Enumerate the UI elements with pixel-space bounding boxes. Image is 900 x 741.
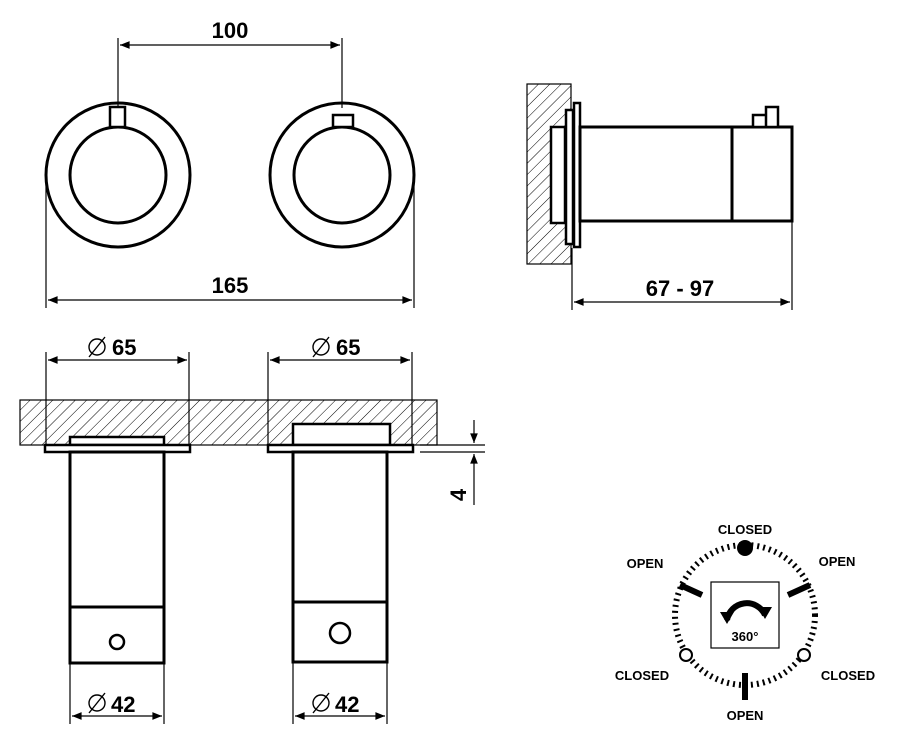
label-open-upper-right: OPEN — [819, 554, 856, 569]
dimension-plate-diameter-right: 65 — [267, 335, 413, 445]
dimension-body-diameter-right: 42 — [292, 662, 388, 724]
dimension-label-plate-right: 65 — [336, 335, 360, 360]
dimension-label-thickness: 4 — [446, 488, 471, 501]
right-knob-front — [268, 101, 416, 249]
closed-marker-filled — [737, 540, 753, 556]
left-knob-front — [44, 101, 192, 249]
closed-marker-right — [797, 648, 811, 662]
rotation-label: 360° — [732, 629, 759, 644]
dimension-body-diameter-left: 42 — [69, 663, 165, 724]
section-view: 65 65 42 42 — [19, 335, 485, 724]
dimension-center-distance: 100 — [117, 18, 343, 108]
closed-marker-left — [679, 648, 693, 662]
dimension-plate-thickness: 4 — [420, 420, 485, 505]
dimension-label-plate-left: 65 — [112, 335, 136, 360]
label-closed-top: CLOSED — [718, 522, 772, 537]
rotation-diagram: 360° CLOSED OPEN OPEN CLOSED CLOSED OPEN — [615, 522, 875, 723]
dimension-label-body-left: 42 — [111, 692, 135, 717]
dimension-depth-range: 67 - 97 — [571, 222, 793, 310]
right-valve-section — [266, 422, 415, 664]
label-open-bottom: OPEN — [727, 708, 764, 723]
dimension-label-body-right: 42 — [335, 692, 359, 717]
label-open-upper-left: OPEN — [627, 556, 664, 571]
dimension-label-overall-width: 165 — [212, 273, 249, 298]
dimension-plate-diameter-left: 65 — [45, 335, 190, 445]
dimension-overall-width: 165 — [45, 180, 415, 308]
front-view: 100 165 — [44, 18, 416, 308]
side-view: 67 - 97 — [526, 83, 794, 310]
dimension-label-center-distance: 100 — [212, 18, 249, 43]
dimension-label-depth-range: 67 - 97 — [646, 276, 715, 301]
label-closed-lower-right: CLOSED — [821, 668, 875, 683]
left-valve-section — [43, 435, 192, 665]
label-closed-lower-left: CLOSED — [615, 668, 669, 683]
